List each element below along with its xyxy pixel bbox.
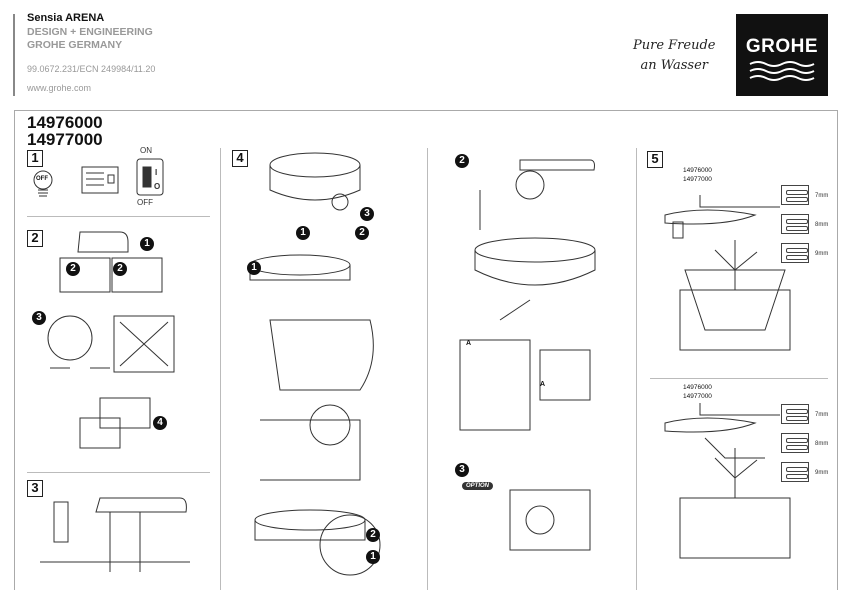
header-accent-bar [13,14,15,96]
nozzle-pack-9mm [781,243,809,263]
callout-2: 2 [455,154,469,168]
callout-2: 2 [355,226,369,240]
step-2-illustration [47,231,175,449]
slogan: Pure Freude an Wasser [633,36,715,76]
step-4-illustration [249,152,381,576]
callout-1: 1 [247,261,261,275]
section-divider [650,378,828,379]
nozzle-pack-9mm [781,462,809,482]
switch-o-label: O [154,182,161,191]
size-7mm: 7mm [815,412,829,418]
off-icon-label: OFF [36,176,48,182]
germany-line: GROHE GERMANY [27,39,123,51]
model-a: 14976000 [683,167,712,174]
column-divider [636,148,637,590]
wave-icon [749,61,815,81]
callout-4: 4 [153,416,167,430]
section-divider [27,216,210,217]
size-9mm: 9mm [815,470,829,476]
size-7mm: 7mm [815,193,829,199]
step-5-models-bottom: 14976000 14977000 [683,383,712,401]
column-divider [427,148,428,590]
product-name: Sensia ARENA [27,12,105,24]
power-switch-illustration [136,158,164,196]
step-4-badge: 4 [232,150,248,167]
size-9mm: 9mm [815,251,829,257]
step-3-badge: 3 [27,480,43,497]
step-3-illustration [40,497,190,572]
size-8mm: 8mm [815,222,829,228]
callout-1: 1 [366,550,380,564]
callout-1: 1 [140,237,154,251]
switch-on-label: ON [140,146,152,155]
model-b: 14977000 [683,393,712,400]
switch-i-label: I [155,168,158,177]
website-link[interactable]: www.grohe.com [27,83,92,93]
slogan-line1: Pure Freude [633,38,716,53]
design-line: DESIGN + ENGINEERING [27,26,153,38]
option-badge: OPTION [462,482,494,490]
column-3-illustration [459,159,596,551]
document-code: 99.0672.231/ECN 249984/11.20 [27,64,156,74]
model-b: 14977000 [683,176,712,183]
step-5-models-top: 14976000 14977000 [683,166,712,184]
column-divider [220,148,221,590]
label-a: A [466,340,472,347]
step-5-badge: 5 [647,151,663,168]
callout-3: 3 [32,311,46,325]
label-a: A [540,381,546,388]
callout-2: 2 [66,262,80,276]
callout-3: 3 [455,463,469,477]
section-divider [27,472,210,473]
nozzle-pack-7mm [781,185,809,205]
lightbulb-off-icon [33,170,53,197]
nozzle-pack-7mm [781,404,809,424]
model-number-1: 14976000 [27,113,103,132]
model-a: 14976000 [683,384,712,391]
control-panel-illustration [81,166,119,194]
callout-3: 3 [360,207,374,221]
logo-text: GROHE [745,36,819,57]
callout-2: 2 [366,528,380,542]
size-8mm: 8mm [815,441,829,447]
package-contents-illustration-2 [664,403,791,559]
instruction-frame [14,110,838,590]
nozzle-pack-8mm [781,214,809,234]
model-number-2: 14977000 [27,130,103,149]
package-contents-illustration [664,195,791,351]
slogan-line2: an Wasser [640,58,708,73]
callout-2: 2 [113,262,127,276]
nozzle-pack-8mm [781,433,809,453]
switch-off-label: OFF [137,198,153,207]
step-1-badge: 1 [27,150,43,167]
step-2-badge: 2 [27,230,43,247]
grohe-logo: GROHE [736,14,828,96]
callout-1: 1 [296,226,310,240]
